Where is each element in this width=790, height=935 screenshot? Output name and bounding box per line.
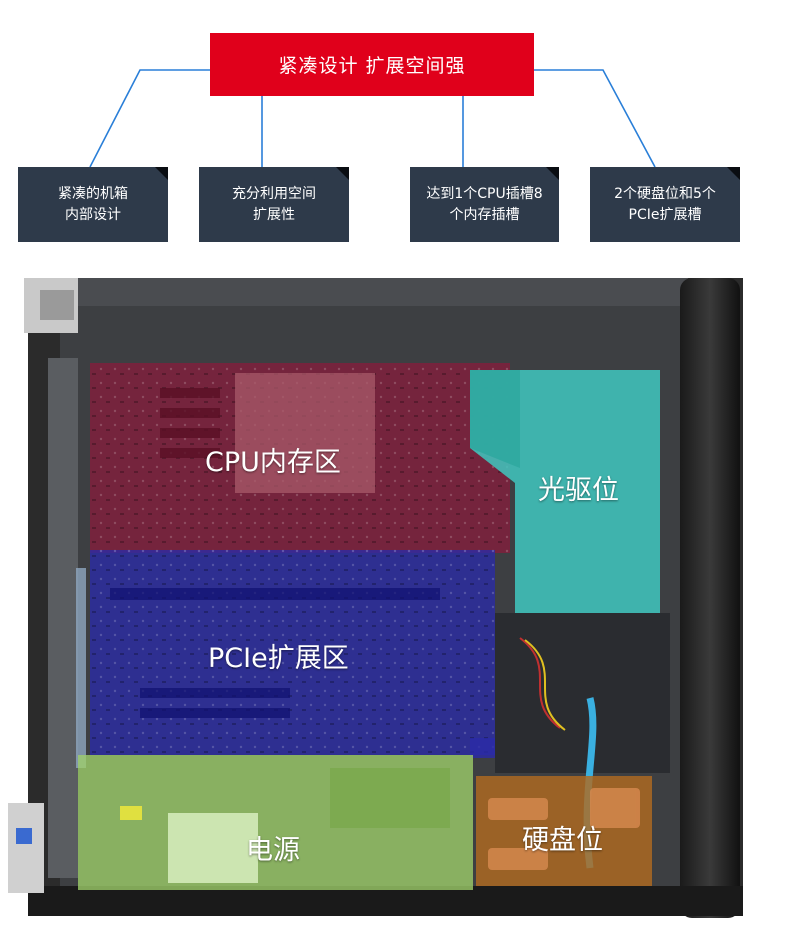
workstation-interior-image: CPU内存区 光驱位 PCIe扩展区 电源 硬盘位 <box>0 268 790 935</box>
corner-fold-icon <box>155 167 168 180</box>
chassis-bottom <box>28 886 743 916</box>
feature-box-compact-chassis: 紧凑的机箱 内部设计 <box>18 167 168 242</box>
cpu-heatsink <box>235 373 375 493</box>
feature-text: 紧凑的机箱 内部设计 <box>58 185 128 223</box>
corner-fold-icon <box>336 167 349 180</box>
feature-text: 2个硬盘位和5个 PCIe扩展槽 <box>614 185 716 223</box>
zone-label-cpu-memory: CPU内存区 <box>205 447 341 478</box>
chassis-foot-left <box>8 803 44 893</box>
corner-fold-icon <box>546 167 559 180</box>
psu-label-sticker <box>168 813 258 883</box>
feature-box-cpu-memory: 达到1个CPU插槽8 个内存插槽 <box>410 167 559 242</box>
chassis-right-panel <box>680 278 740 918</box>
chassis-top-rim <box>78 278 688 306</box>
banner-title: 紧凑设计 扩展空间强 <box>210 33 534 96</box>
connector-line-4 <box>534 69 656 168</box>
connector-lines <box>89 69 656 168</box>
cable-area <box>495 613 670 773</box>
connector-line-1 <box>89 69 210 168</box>
zone-label-psu: 电源 <box>246 835 300 866</box>
rear-io-panel <box>48 358 78 878</box>
feature-box-space-usage: 充分利用空间 扩展性 <box>199 167 349 242</box>
feature-text: 充分利用空间 扩展性 <box>232 185 316 223</box>
zone-label-pcie: PCIe扩展区 <box>208 643 349 674</box>
zone-label-hdd: 硬盘位 <box>522 825 603 856</box>
feature-text: 达到1个CPU插槽8 个内存插槽 <box>426 185 543 223</box>
feature-box-drive-slots: 2个硬盘位和5个 PCIe扩展槽 <box>590 167 740 242</box>
workstation-interior-drawing <box>8 278 743 918</box>
zone-label-optical: 光驱位 <box>538 475 619 506</box>
corner-fold-icon <box>727 167 740 180</box>
